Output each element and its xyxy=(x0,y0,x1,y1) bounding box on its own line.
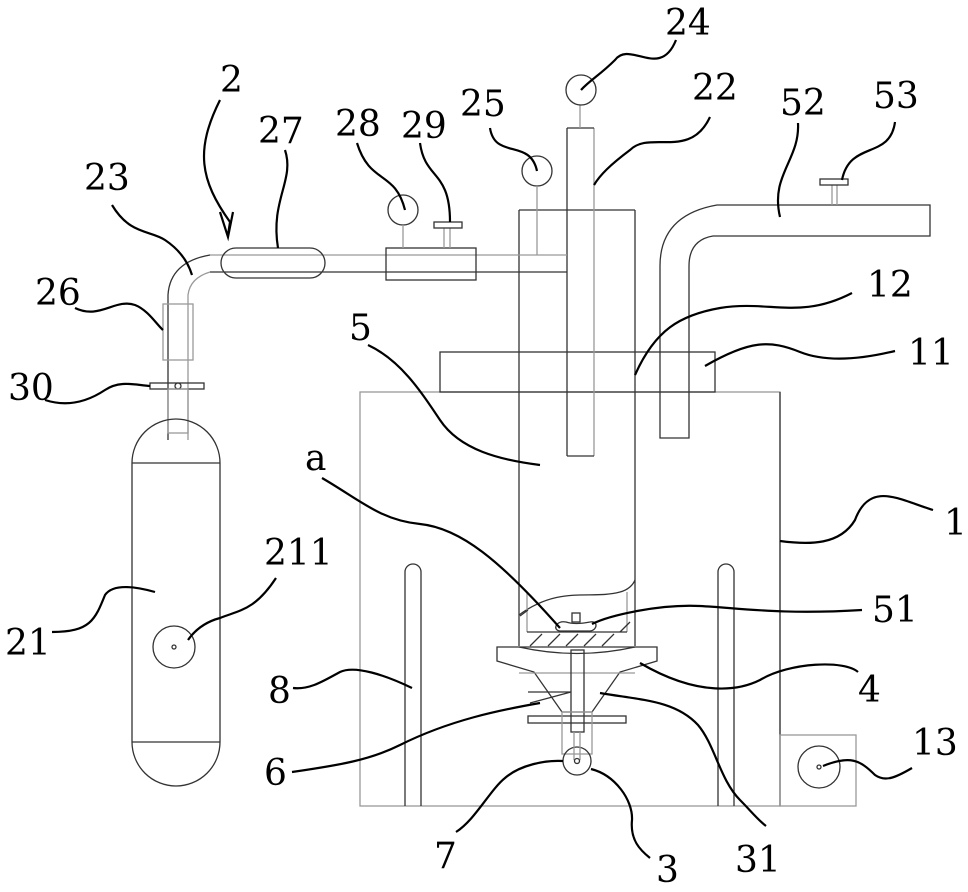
gas-cylinder xyxy=(132,419,220,786)
label-a: a xyxy=(305,438,326,479)
leader-27 xyxy=(276,150,287,248)
label-51: 51 xyxy=(872,590,918,631)
label-1: 1 xyxy=(944,503,967,544)
label-52: 52 xyxy=(780,83,826,124)
label-4: 4 xyxy=(858,670,881,711)
leader-23 xyxy=(112,205,192,275)
label-30: 30 xyxy=(8,368,54,409)
label-23: 23 xyxy=(84,158,130,199)
leader-1 xyxy=(780,496,933,543)
leader-12 xyxy=(635,293,852,375)
label-2: 2 xyxy=(220,60,243,101)
label-53: 53 xyxy=(873,76,919,117)
leader-52 xyxy=(778,123,798,217)
label-8: 8 xyxy=(268,671,291,712)
sample-holder xyxy=(556,613,596,631)
label-31: 31 xyxy=(735,840,781,881)
label-11: 11 xyxy=(908,333,954,374)
label-3: 3 xyxy=(656,850,679,891)
label-211: 211 xyxy=(264,533,333,574)
label-28: 28 xyxy=(335,104,381,145)
leader-13 xyxy=(823,760,912,778)
funnel xyxy=(497,647,657,754)
leader-24 xyxy=(581,40,676,90)
leader-5 xyxy=(368,345,540,465)
leader-7 xyxy=(456,761,563,832)
label-22: 22 xyxy=(692,68,738,109)
leader-22 xyxy=(594,117,710,185)
label-21: 21 xyxy=(5,623,51,664)
leader-29 xyxy=(420,143,450,222)
leader-21 xyxy=(52,587,155,632)
leader-4 xyxy=(640,663,858,689)
leader-3 xyxy=(591,769,650,858)
inlet-tube xyxy=(566,75,596,456)
label-12: 12 xyxy=(867,265,913,306)
leader-28 xyxy=(357,143,405,210)
label-5: 5 xyxy=(349,308,372,349)
leader-211 xyxy=(188,578,276,640)
label-7: 7 xyxy=(434,836,457,877)
leader-30 xyxy=(45,384,150,403)
leader-26 xyxy=(75,304,163,330)
lid xyxy=(440,352,715,392)
leader-51 xyxy=(592,606,862,624)
heating-rods xyxy=(405,564,734,806)
label-13: 13 xyxy=(912,723,958,764)
label-27: 27 xyxy=(258,111,304,152)
leader-11 xyxy=(705,344,895,366)
leader-8 xyxy=(293,670,412,689)
leader-a xyxy=(322,478,560,628)
inner-vessel xyxy=(519,210,635,646)
leader-6 xyxy=(292,703,540,772)
pump xyxy=(780,735,856,806)
labels: 2 27 28 29 25 24 22 52 53 23 26 30 12 11… xyxy=(5,3,967,891)
leader-2 xyxy=(204,100,230,235)
label-26: 26 xyxy=(35,273,81,314)
leader-53 xyxy=(842,122,895,180)
label-6: 6 xyxy=(264,753,287,794)
outer-tank xyxy=(360,392,780,806)
label-29: 29 xyxy=(401,106,447,147)
leader-25 xyxy=(490,128,537,171)
label-25: 25 xyxy=(460,84,506,125)
label-24: 24 xyxy=(665,3,711,44)
